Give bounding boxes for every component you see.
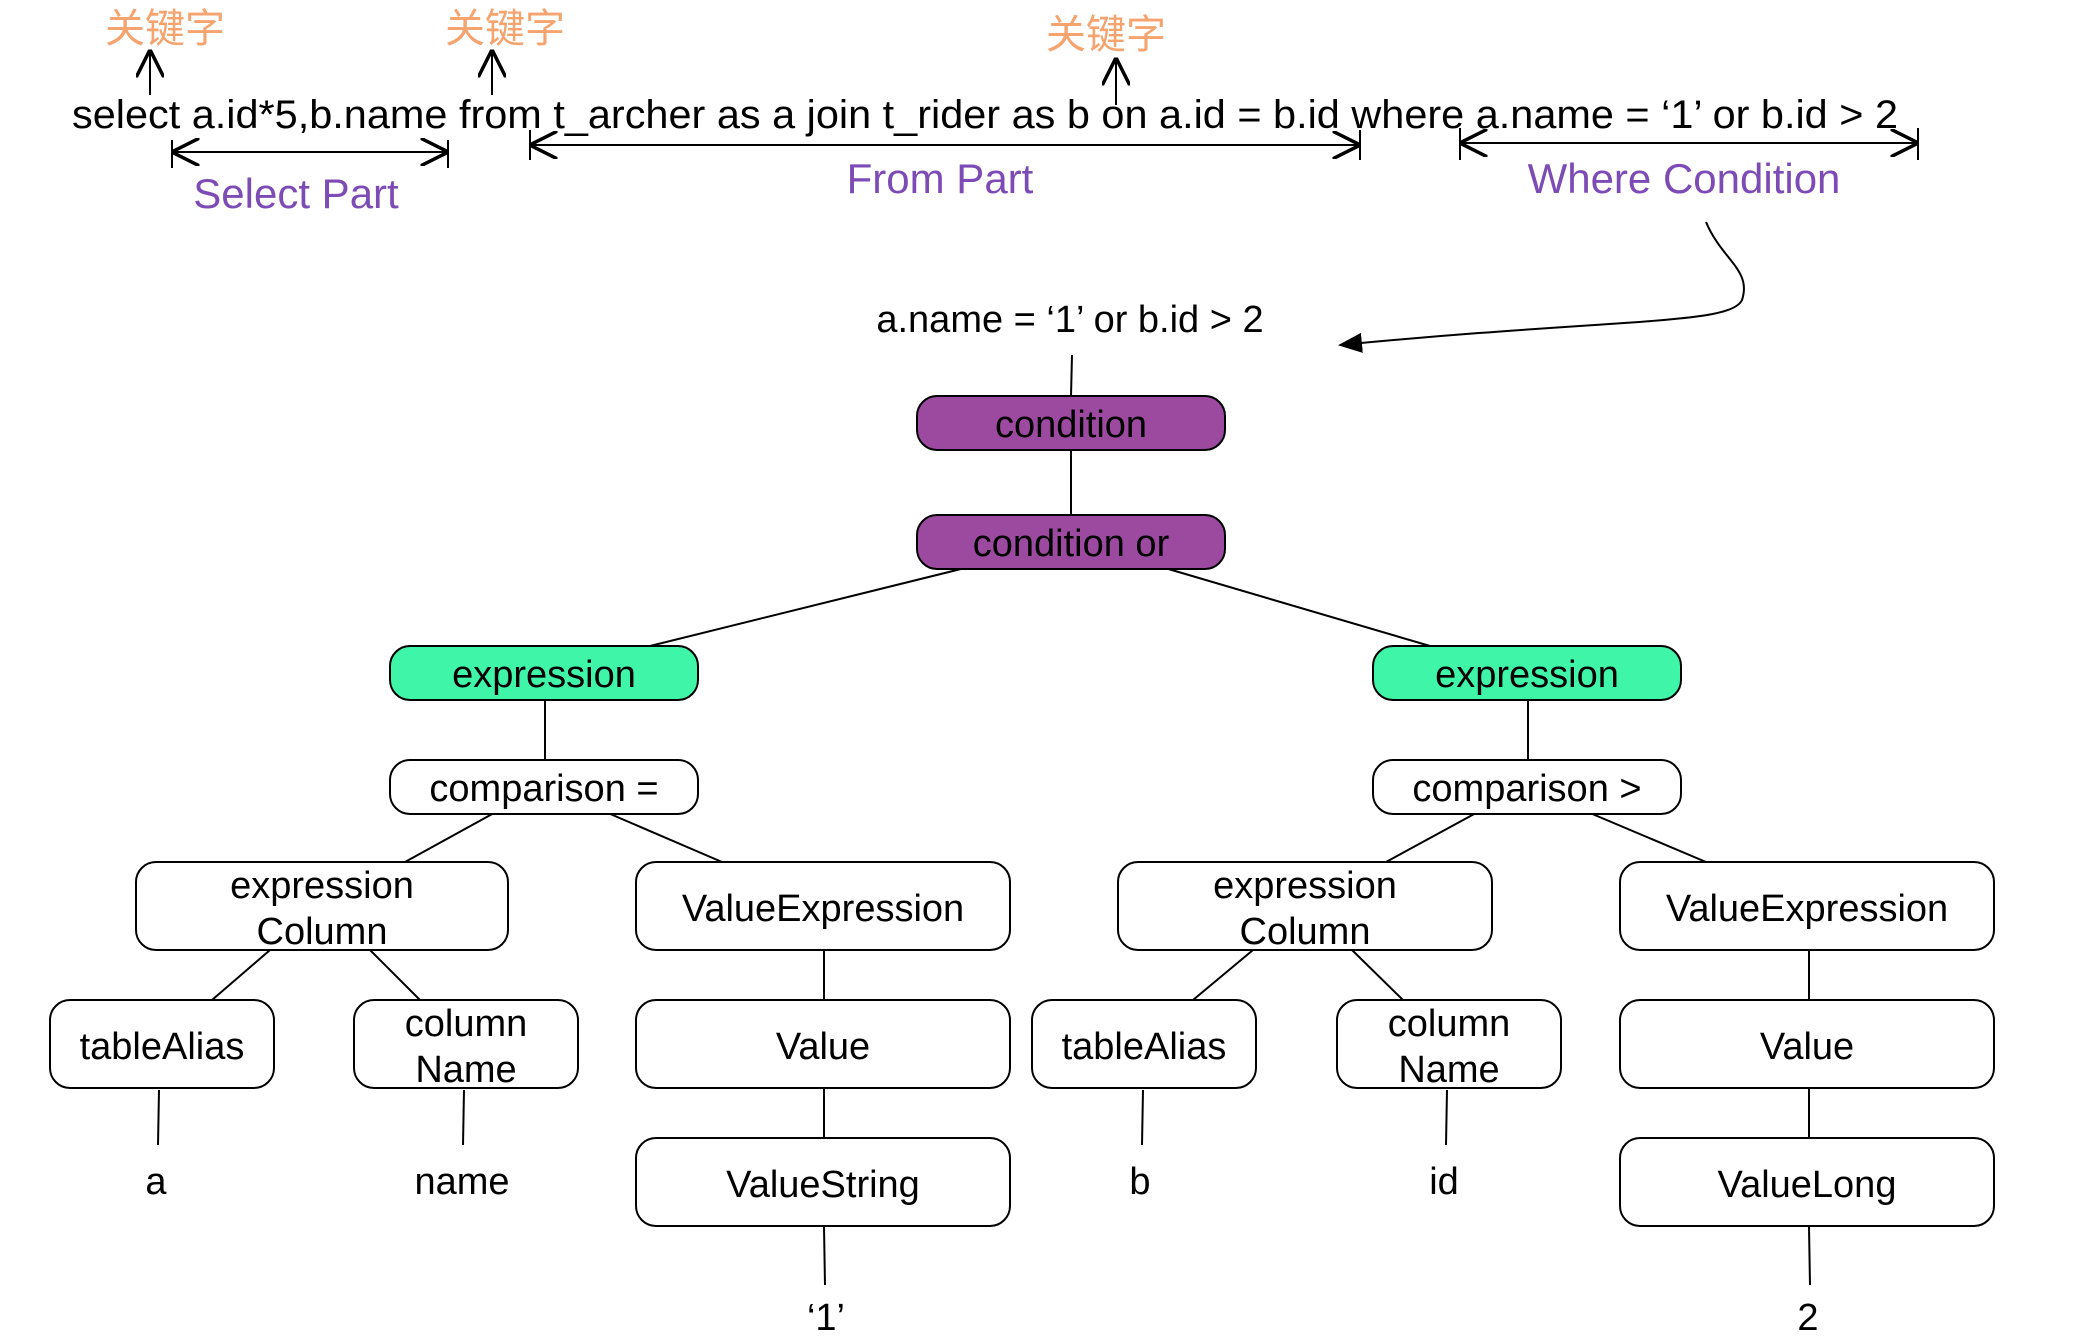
left-table-alias-box bbox=[49, 999, 275, 1089]
left-expression-column-box bbox=[135, 861, 509, 951]
right-table-alias-node: tableAlias bbox=[1031, 999, 1257, 1089]
right-value-type-label: ValueLong bbox=[1718, 1164, 1897, 1206]
condition-node-label: condition bbox=[995, 404, 1147, 446]
left-name-leaf: name bbox=[414, 1161, 509, 1203]
left-alias-leaf: a bbox=[145, 1161, 167, 1203]
right-column-name-box bbox=[1336, 999, 1562, 1089]
right-comparison-label: comparison > bbox=[1412, 768, 1641, 810]
right-expression-node: expression bbox=[1372, 645, 1682, 701]
right-comparison-box bbox=[1372, 759, 1682, 815]
right-value-type-box bbox=[1619, 1137, 1995, 1227]
left-comparison-label: comparison = bbox=[429, 768, 658, 810]
left-value-expression-box bbox=[635, 861, 1011, 951]
edge-left-alias-leaf bbox=[157, 1089, 160, 1146]
left-value-label: Value bbox=[776, 1026, 870, 1068]
left-table-alias-label: tableAlias bbox=[80, 1026, 245, 1068]
edge-right-comp-val bbox=[1589, 812, 1707, 863]
left-value-leaf: ‘1’ bbox=[807, 1297, 845, 1336]
left-column-name-line1: column bbox=[405, 1003, 528, 1045]
left-expression-box bbox=[389, 645, 699, 701]
edge-right-type-leaf bbox=[1808, 1226, 1811, 1286]
edge-left-comp-val bbox=[607, 812, 723, 863]
left-column-name-line2: Name bbox=[415, 1049, 516, 1091]
edge-left-name-leaf bbox=[462, 1089, 465, 1146]
edge-left-comp-col bbox=[404, 812, 495, 863]
condition-node: condition bbox=[916, 395, 1226, 451]
select-part-label: Select Part bbox=[193, 170, 399, 217]
right-value-type-node: ValueLong bbox=[1619, 1137, 1995, 1227]
condition-or-node-box bbox=[916, 514, 1226, 570]
condition-or-node-label: condition or bbox=[973, 523, 1170, 565]
left-comparison-box bbox=[389, 759, 699, 815]
left-expression-column-line2: Column bbox=[257, 911, 388, 953]
edge-right-alias-leaf bbox=[1141, 1089, 1144, 1146]
from-part-label: From Part bbox=[847, 155, 1034, 202]
edge-left-col-alias bbox=[211, 949, 271, 1001]
right-expression-column-node: expression Column bbox=[1117, 861, 1493, 953]
left-value-type-node: ValueString bbox=[635, 1137, 1011, 1227]
left-expression-node: expression bbox=[389, 645, 699, 701]
right-table-alias-box bbox=[1031, 999, 1257, 1089]
edge-right-col-alias bbox=[1192, 949, 1254, 1001]
right-value-label: Value bbox=[1760, 1026, 1854, 1068]
right-value-box bbox=[1619, 999, 1995, 1089]
right-value-expression-box bbox=[1619, 861, 1995, 951]
left-value-expression-label: ValueExpression bbox=[682, 888, 964, 930]
left-column-name-node: column Name bbox=[353, 999, 579, 1091]
left-expression-label: expression bbox=[452, 654, 636, 696]
left-column-name-box bbox=[353, 999, 579, 1089]
right-value-expression-label: ValueExpression bbox=[1666, 888, 1948, 930]
condition-or-node: condition or bbox=[916, 514, 1226, 570]
left-expression-column-node: expression Column bbox=[135, 861, 509, 953]
right-value-leaf: 2 bbox=[1797, 1297, 1818, 1336]
condition-node-box bbox=[916, 395, 1226, 451]
keyword-label-where: 关键字 bbox=[1046, 12, 1166, 58]
left-expression-column-line1: expression bbox=[230, 865, 414, 907]
left-value-type-label: ValueString bbox=[726, 1164, 920, 1206]
edge-right-name-leaf bbox=[1445, 1089, 1448, 1146]
right-name-leaf: id bbox=[1429, 1161, 1459, 1203]
where-condition-label: Where Condition bbox=[1528, 155, 1841, 202]
left-value-type-box bbox=[635, 1137, 1011, 1227]
right-value-expression-node: ValueExpression bbox=[1619, 861, 1995, 951]
right-expression-box bbox=[1372, 645, 1682, 701]
right-table-alias-label: tableAlias bbox=[1062, 1026, 1227, 1068]
where-to-tree-arrow bbox=[1338, 221, 1745, 353]
left-table-alias-node: tableAlias bbox=[49, 999, 275, 1089]
left-value-node: Value bbox=[635, 999, 1011, 1089]
keyword-label-from: 关键字 bbox=[445, 6, 565, 52]
right-value-node: Value bbox=[1619, 999, 1995, 1089]
edge-or-right bbox=[1164, 567, 1431, 647]
keyword-label-select: 关键字 bbox=[105, 6, 225, 52]
root-expression: a.name = ‘1’ or b.id > 2 bbox=[876, 299, 1263, 341]
sql-query: select a.id*5,b.name from t_archer as a … bbox=[72, 93, 1898, 137]
edge-left-type-leaf bbox=[823, 1226, 826, 1286]
edge-right-col-name bbox=[1351, 949, 1404, 1001]
edge-root-condition bbox=[1070, 354, 1073, 397]
right-expression-column-box bbox=[1117, 861, 1493, 951]
edge-right-comp-col bbox=[1385, 812, 1477, 863]
right-expression-column-line2: Column bbox=[1240, 911, 1371, 953]
right-comparison-node: comparison > bbox=[1372, 759, 1682, 815]
left-value-box bbox=[635, 999, 1011, 1089]
right-alias-leaf: b bbox=[1129, 1161, 1150, 1203]
right-column-name-line2: Name bbox=[1398, 1049, 1499, 1091]
right-column-name-node: column Name bbox=[1336, 999, 1562, 1091]
left-value-expression-node: ValueExpression bbox=[635, 861, 1011, 951]
edge-left-col-name bbox=[369, 949, 421, 1001]
right-expression-column-line1: expression bbox=[1213, 865, 1397, 907]
right-expression-label: expression bbox=[1435, 654, 1619, 696]
edge-or-left bbox=[649, 567, 966, 647]
left-comparison-node: comparison = bbox=[389, 759, 699, 815]
tree-edges bbox=[157, 354, 1811, 1286]
right-column-name-line1: column bbox=[1388, 1003, 1511, 1045]
